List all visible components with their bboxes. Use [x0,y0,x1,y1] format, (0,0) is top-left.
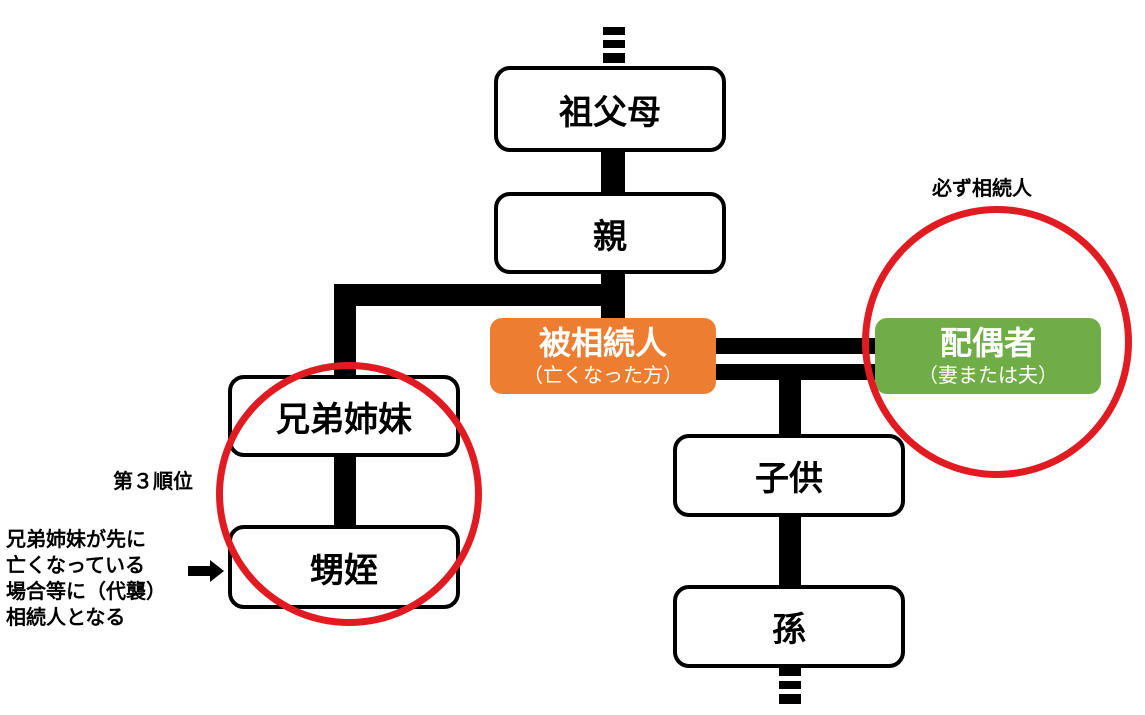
node-grandchildren: 孫 [673,585,905,668]
note-substitution-line-2: 亡くなっている [6,553,145,577]
continuation-bottom-1 [779,668,801,676]
node-parents: 親 [494,192,726,274]
line-to-siblings [334,284,356,376]
continuation-bottom-2 [779,681,801,689]
continuation-top-1 [603,27,625,35]
note-substitution-line-3: 場合等に（代襲） [6,579,166,603]
continuation-bottom-3 [779,694,801,704]
note-substitution-line-1: 兄弟姉妹が先に [6,527,146,551]
note-substitution-line-4: 相続人となる [6,605,126,629]
node-children: 子供 [673,434,905,517]
line-parents-horizontal [334,284,625,306]
note-substitution: 兄弟姉妹が先に 亡くなっている 場合等に（代襲） 相続人となる [6,526,206,630]
continuation-top-3 [603,53,625,63]
line-grandparents-parents [601,150,625,192]
arrow-right-icon [210,560,224,582]
node-grandparents: 祖父母 [494,66,726,152]
line-children-grandchildren [779,515,801,587]
line-marriage-upper [715,338,875,354]
line-marriage-children [779,364,801,436]
highlight-circle-spouse [862,206,1132,478]
continuation-top-2 [603,40,625,48]
arrow-shaft [188,566,210,576]
decedent-sublabel: （亡くなった方） [523,363,683,387]
note-spouse-always-heir: 必ず相続人 [932,176,1032,200]
note-third-rank: 第３順位 [113,469,193,493]
node-decedent: 被相続人 （亡くなった方） [490,318,716,394]
highlight-circle-siblings [216,362,482,626]
decedent-label: 被相続人 [538,324,667,362]
